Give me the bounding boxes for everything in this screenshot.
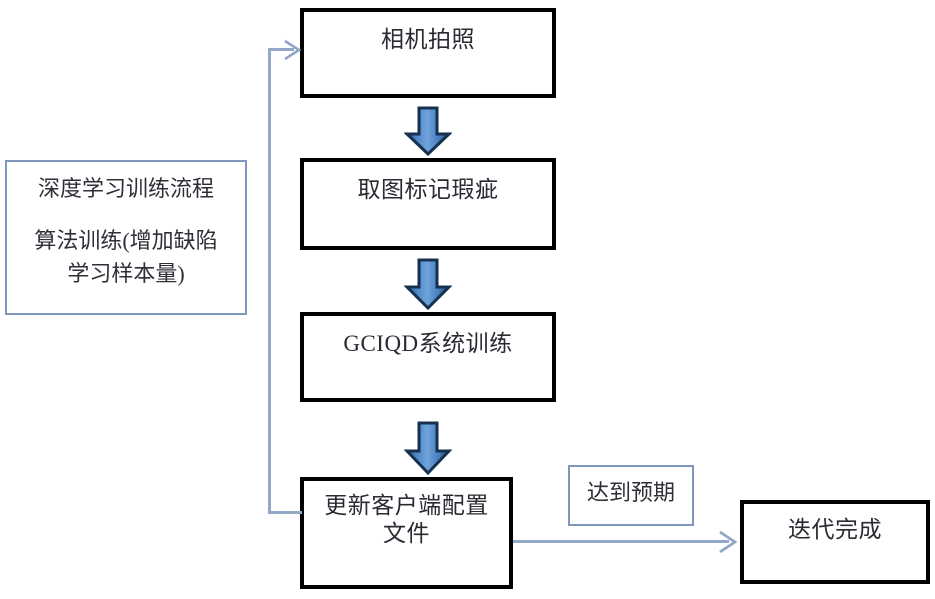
training-process-note-box: 深度学习训练流程 算法训练(增加缺陷 学习样本量) xyxy=(5,160,247,315)
process-box-iteration-done-label: 迭代完成 xyxy=(788,517,882,542)
process-box-update-config: 更新客户端配置 文件 xyxy=(300,477,513,589)
process-box-mark-defect-label: 取图标记瑕疵 xyxy=(357,177,499,202)
block-arrow-mark-defect-to-gciqd xyxy=(403,258,453,311)
feedback-loop-top-segment xyxy=(268,48,294,51)
process-box-camera: 相机拍照 xyxy=(300,8,556,98)
outcome-connector-line xyxy=(513,540,729,543)
process-box-gciqd-train: GCIQD系统训练 xyxy=(300,312,556,402)
process-box-mark-defect: 取图标记瑕疵 xyxy=(300,158,556,250)
process-box-gciqd-train-label: GCIQD系统训练 xyxy=(343,331,513,356)
process-box-update-config-label: 更新客户端配置 文件 xyxy=(324,493,489,547)
process-box-iteration-done: 迭代完成 xyxy=(740,500,930,584)
process-box-camera-label: 相机拍照 xyxy=(381,27,475,52)
block-arrow-camera-to-mark-defect xyxy=(403,106,453,157)
feedback-loop-arrowhead-icon xyxy=(280,38,304,62)
edge-label-box-expectation-met: 达到预期 xyxy=(568,465,694,526)
feedback-loop-vertical-segment xyxy=(268,48,271,514)
edge-label-expectation-met: 达到预期 xyxy=(586,480,675,505)
note-line-2: 算法训练(增加缺陷 学习样本量) xyxy=(34,228,218,286)
block-arrow-gciqd-to-update-config xyxy=(403,421,453,476)
feedback-loop-bottom-segment xyxy=(268,511,302,514)
note-line-1: 深度学习训练流程 xyxy=(37,176,214,201)
outcome-connector-arrowhead-icon xyxy=(714,530,740,554)
